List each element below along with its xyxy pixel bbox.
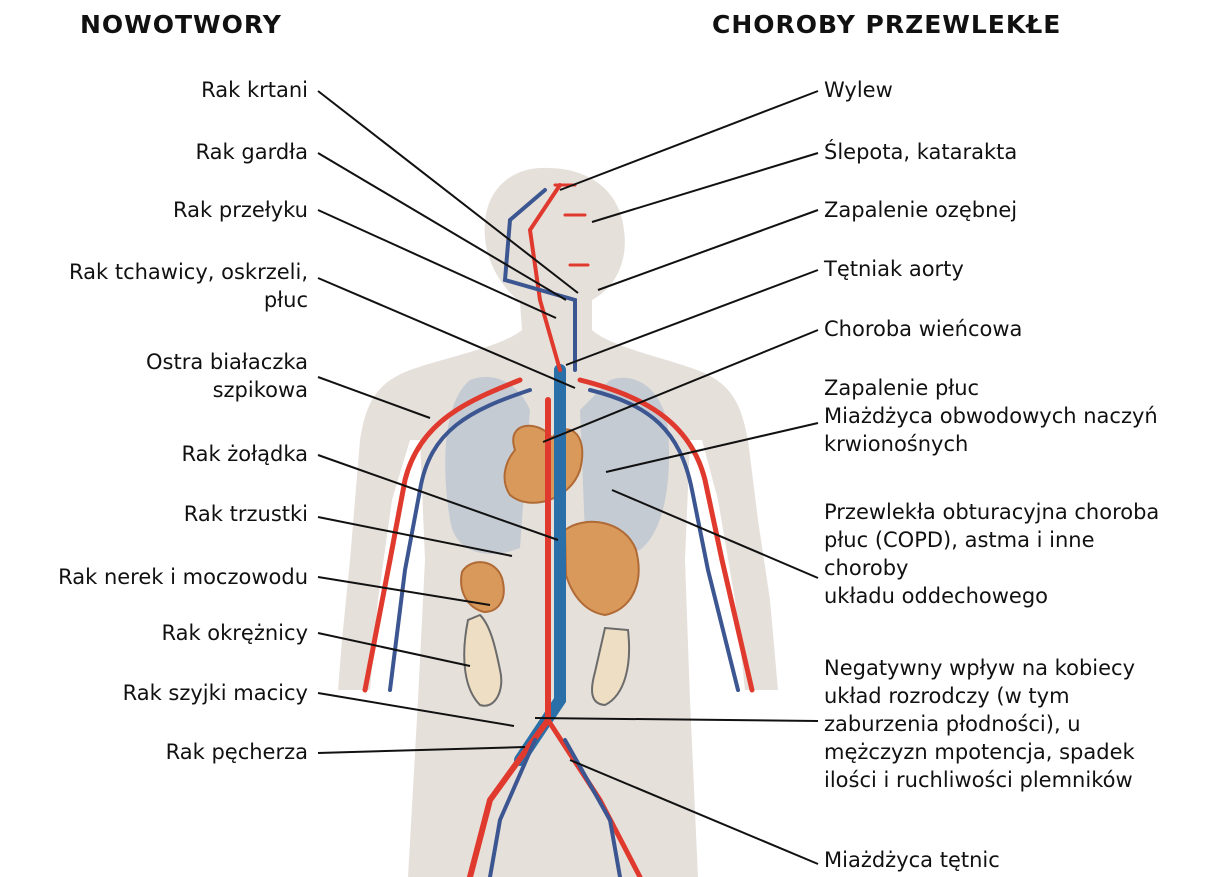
label-rak-trzustki: Rak trzustki: [184, 500, 308, 528]
leader-wylew: [560, 91, 818, 190]
label-rak-nerek: Rak nerek i moczowodu: [58, 563, 308, 591]
label-zapalenie-ozebnej: Zapalenie ozębnej: [824, 196, 1017, 224]
label-rak-gardla: Rak gardła: [196, 138, 308, 166]
label-choroba-wiencowa: Choroba wieńcowa: [824, 315, 1022, 343]
label-rak-zoladka: Rak żołądka: [181, 440, 308, 468]
leader-slepota: [592, 153, 818, 222]
label-rak-okreznicy: Rak okrężnicy: [161, 619, 308, 647]
label-tetniak-aorty: Tętniak aorty: [824, 255, 964, 283]
label-rak-szyjki: Rak szyjki macicy: [123, 679, 308, 707]
label-miazdzyca-tetnic: Miażdżyca tętnic: [824, 846, 1000, 874]
label-slepota: Ślepota, katarakta: [824, 138, 1017, 166]
label-rak-tchawicy: Rak tchawicy, oskrzeli,płuc: [69, 258, 308, 314]
label-rak-pecherza: Rak pęcherza: [166, 738, 308, 766]
leader-ozebnej: [598, 210, 818, 290]
label-rak-krtani: Rak krtani: [201, 76, 308, 104]
label-wylew: Wylew: [824, 76, 893, 104]
label-rak-przelyku: Rak przełyku: [173, 196, 308, 224]
